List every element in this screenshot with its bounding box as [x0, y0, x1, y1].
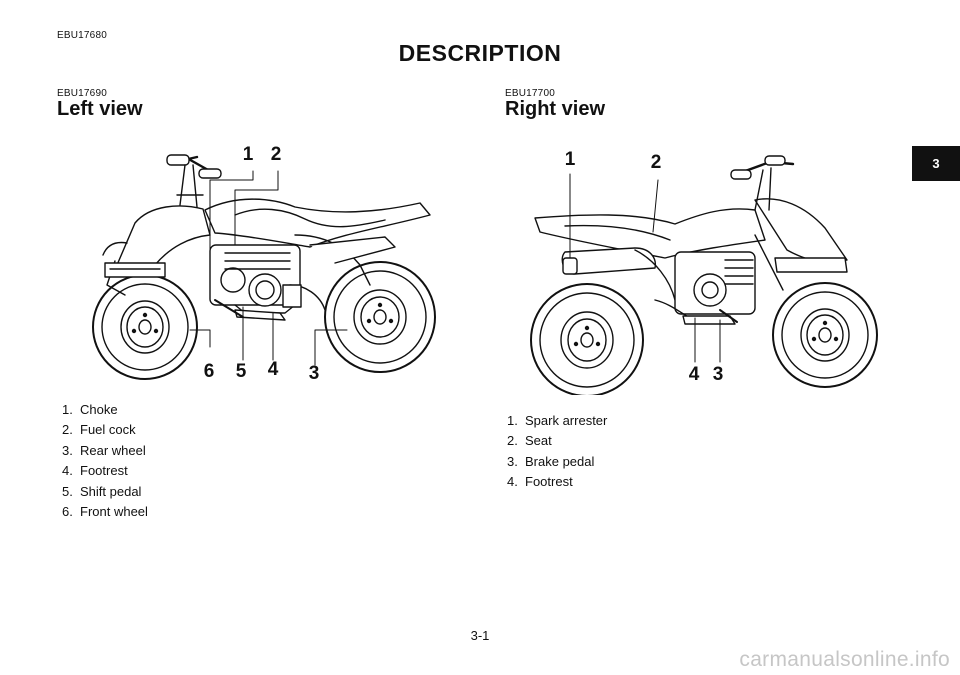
right-callout-3: 3: [712, 364, 724, 385]
left-view-illustration: [85, 135, 445, 390]
leader-lines: [189, 170, 348, 366]
list-item: 6.Front wheel: [62, 503, 148, 519]
right-callout-4: 4: [688, 364, 700, 385]
list-item: 1.Choke: [62, 402, 118, 417]
right-view-parts-list: 1.Spark arrester 2.Seat 3.Brake pedal 4.…: [507, 411, 607, 493]
list-item: 5.Shift pedal: [62, 483, 142, 499]
handlebar-drawing: [730, 155, 795, 211]
footrest-pedal-drawing: [682, 309, 738, 325]
front-wheel-drawing: [92, 274, 198, 380]
list-item: 4.Footrest: [62, 463, 128, 479]
list-item: 2.Seat: [507, 433, 552, 449]
left-callout-6: 6: [203, 361, 215, 382]
chapter-tab: 3: [912, 146, 960, 181]
engine-drawing: [209, 244, 326, 314]
left-callout-1: 1: [242, 144, 254, 165]
right-view-heading: Right view: [505, 98, 606, 120]
list-item: 1.Spark arrester: [507, 413, 608, 428]
leader-lines: [569, 173, 721, 363]
right-callout-2: 2: [650, 152, 662, 173]
left-view-heading: Left view: [57, 98, 143, 120]
list-item: 4.Footrest: [507, 474, 573, 490]
list-item: 3.Brake pedal: [507, 453, 595, 469]
left-callout-5: 5: [235, 361, 247, 382]
right-callout-1: 1: [564, 149, 576, 170]
left-view-parts-list: 1.Choke 2.Fuel cock 3.Rear wheel 4.Footr…: [62, 400, 148, 522]
left-callout-3: 3: [308, 363, 320, 384]
document-code: EBU17680: [57, 30, 107, 41]
page-title: DESCRIPTION: [398, 40, 562, 66]
left-callout-2: 2: [270, 144, 282, 165]
handlebar-drawing: [166, 154, 222, 208]
right-view-illustration: [525, 140, 885, 395]
rear-wheel-drawing: [324, 261, 436, 373]
body-drawing: [102, 198, 431, 296]
page-number: 3-1: [470, 628, 490, 643]
muffler-drawing: [561, 247, 676, 301]
list-item: 3.Rear wheel: [62, 442, 146, 458]
left-callout-4: 4: [267, 359, 279, 380]
left-view-code: EBU17690: [57, 88, 107, 99]
right-view-code: EBU17700: [505, 88, 555, 99]
body-drawing: [534, 198, 848, 291]
engine-drawing: [654, 251, 756, 323]
list-item: 2.Fuel cock: [62, 422, 136, 438]
watermark-text: carmanualsonline.info: [739, 648, 950, 671]
rear-wheel-drawing: [530, 283, 644, 395]
front-wheel-drawing: [772, 282, 878, 388]
